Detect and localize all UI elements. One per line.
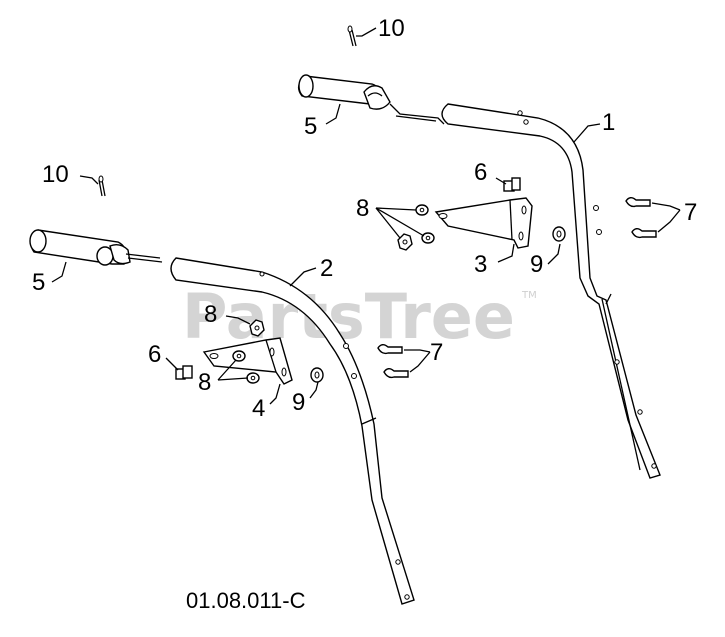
callout-5-top: 5 — [304, 113, 317, 140]
bolt-left — [175, 365, 193, 380]
grip-control-left — [29, 229, 163, 266]
callout-3: 3 — [474, 251, 487, 278]
callout-1: 1 — [602, 109, 615, 136]
washers-left — [232, 319, 265, 384]
bracket-left — [202, 337, 293, 385]
bolt-top — [503, 177, 521, 192]
callout-9-right: 9 — [530, 251, 543, 278]
bracket-right — [434, 197, 533, 249]
callout-7-mid: 7 — [430, 339, 443, 366]
washers-top — [397, 204, 435, 251]
callout-9-left: 9 — [292, 389, 305, 416]
figure-id: 01.08.011-C — [186, 588, 306, 613]
callout-2: 2 — [320, 255, 333, 282]
lower-handle-tube-left — [170, 257, 415, 605]
watermark-tm: TM — [521, 290, 537, 301]
callout-8-mid-top: 8 — [204, 301, 217, 328]
upper-handle-tube-right — [441, 103, 661, 479]
callout-10-left: 10 — [42, 161, 69, 188]
callout-8-top: 8 — [356, 195, 369, 222]
callout-8-mid-bottom: 8 — [198, 369, 211, 396]
washer-left — [310, 367, 324, 383]
washer-right — [552, 226, 566, 242]
cotter-pin-top — [347, 25, 357, 47]
leader-lines — [51, 27, 681, 405]
callout-7-right: 7 — [684, 199, 697, 226]
carriage-bolts-mid — [377, 344, 409, 379]
callout-5-left: 5 — [32, 269, 45, 296]
callout-4: 4 — [252, 395, 265, 422]
cotter-pin-left — [98, 175, 106, 197]
watermark-text: PartsTree — [182, 280, 515, 353]
grip-control-top — [297, 74, 445, 125]
callout-6-left: 6 — [148, 341, 161, 368]
carriage-bolts-right — [625, 197, 657, 239]
callout-6-top: 6 — [474, 159, 487, 186]
callout-10-top: 10 — [378, 15, 405, 42]
